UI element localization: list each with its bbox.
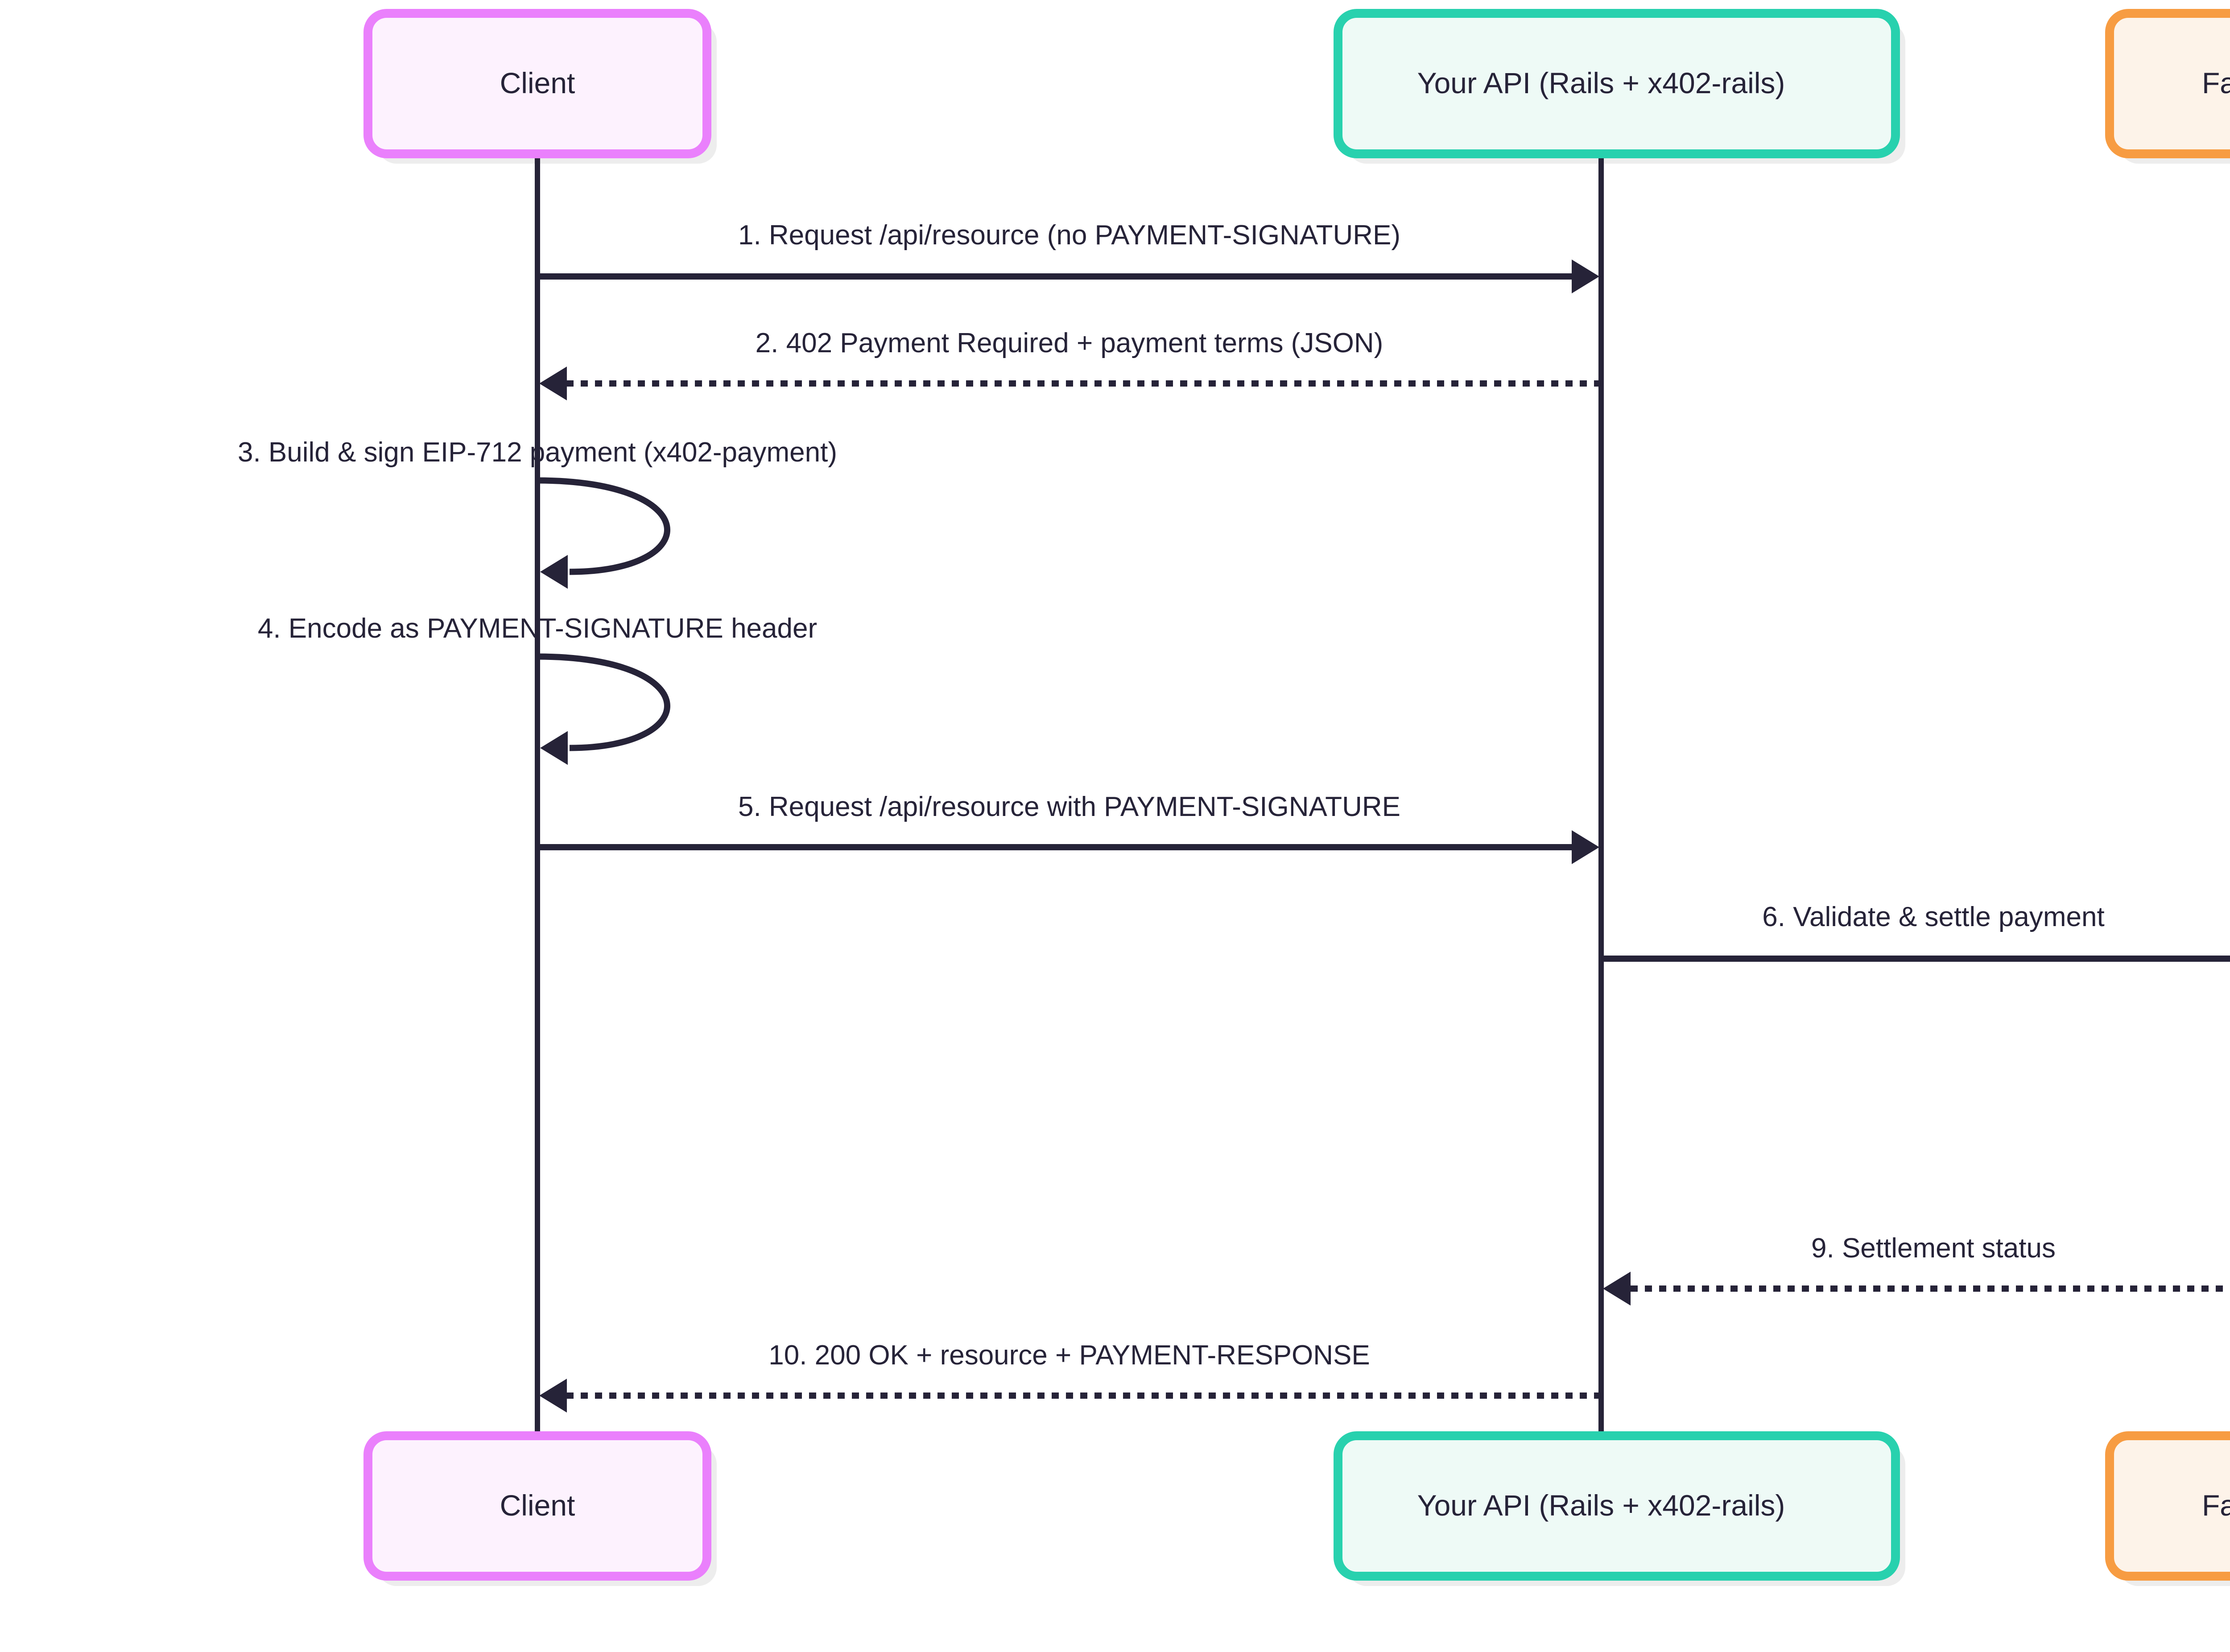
message-5: 5. Request /api/resource with PAYMENT-SI… bbox=[537, 791, 1599, 864]
messages-group: 1. Request /api/resource (no PAYMENT-SIG… bbox=[238, 220, 2230, 1413]
message-label-3: 3. Build & sign EIP-712 payment (x402-pa… bbox=[238, 437, 837, 468]
arrow-head-2 bbox=[539, 367, 567, 400]
message-label-4: 4. Encode as PAYMENT-SIGNATURE header bbox=[258, 613, 817, 644]
message-1: 1. Request /api/resource (no PAYMENT-SIG… bbox=[537, 220, 1599, 293]
self-loop-path-4 bbox=[537, 653, 670, 751]
actor-label-api-top: Your API (Rails + x402-rails) bbox=[1417, 66, 1785, 99]
arrow-head-4 bbox=[540, 731, 568, 765]
arrow-head-5 bbox=[1572, 830, 1599, 864]
actor-box-rect-api-top bbox=[1334, 9, 1900, 158]
actor-label-facilitator-top: Facilitator bbox=[2202, 66, 2230, 99]
actor-label-api-bottom: Your API (Rails + x402-rails) bbox=[1417, 1489, 1785, 1522]
actor-box-rect-facilitator-bottom bbox=[2105, 1431, 2230, 1581]
lifelines-group bbox=[535, 154, 1604, 1436]
message-6: 6. Validate & settle payment bbox=[1601, 902, 2230, 962]
arrow-head-9 bbox=[1603, 1272, 1631, 1306]
actor-box-rect-api-bottom bbox=[1334, 1431, 1900, 1581]
message-label-5: 5. Request /api/resource with PAYMENT-SI… bbox=[738, 791, 1400, 822]
actor-label-client-top: Client bbox=[500, 66, 575, 99]
message-3: 3. Build & sign EIP-712 payment (x402-pa… bbox=[238, 437, 837, 589]
message-9: 9. Settlement status bbox=[1603, 1233, 2230, 1306]
actor-box-rect-facilitator-top bbox=[2105, 9, 2230, 158]
message-4: 4. Encode as PAYMENT-SIGNATURE header bbox=[258, 613, 817, 765]
actor-box-api-bottom[interactable]: Your API (Rails + x402-rails) bbox=[1334, 1431, 1900, 1581]
message-10: 10. 200 OK + resource + PAYMENT-RESPONSE bbox=[539, 1340, 1601, 1413]
actor-label-facilitator-bottom: Facilitator bbox=[2202, 1489, 2230, 1522]
actor-box-facilitator-bottom[interactable]: Facilitator bbox=[2105, 1431, 2230, 1581]
actor-box-facilitator-top[interactable]: Facilitator bbox=[2105, 9, 2230, 158]
arrow-head-10 bbox=[539, 1379, 567, 1413]
actor-label-client-bottom: Client bbox=[500, 1489, 575, 1522]
message-label-2: 2. 402 Payment Required + payment terms … bbox=[756, 328, 1383, 358]
arrow-head-1 bbox=[1572, 260, 1599, 293]
message-2: 2. 402 Payment Required + payment terms … bbox=[539, 328, 1601, 400]
actor-box-client-bottom[interactable]: Client bbox=[363, 1431, 711, 1581]
actor-box-rect-client-bottom bbox=[363, 1431, 711, 1581]
arrow-head-3 bbox=[540, 555, 568, 589]
message-label-6: 6. Validate & settle payment bbox=[1762, 902, 2104, 932]
message-label-10: 10. 200 OK + resource + PAYMENT-RESPONSE bbox=[768, 1340, 1370, 1371]
actor-box-client-top[interactable]: Client bbox=[363, 9, 711, 158]
actor-box-rect-client-top bbox=[363, 9, 711, 158]
actor-box-api-top[interactable]: Your API (Rails + x402-rails) bbox=[1334, 9, 1900, 158]
message-label-9: 9. Settlement status bbox=[1811, 1233, 2056, 1264]
self-loop-path-3 bbox=[537, 477, 670, 575]
message-label-1: 1. Request /api/resource (no PAYMENT-SIG… bbox=[738, 220, 1400, 251]
